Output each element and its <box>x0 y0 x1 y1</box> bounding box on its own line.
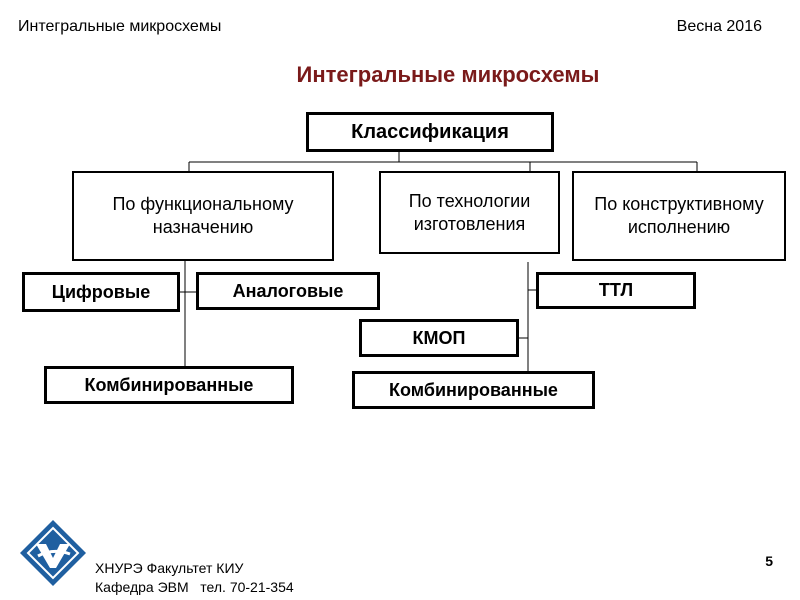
analog-box: Аналоговые <box>196 272 380 310</box>
combined-technology-box: Комбинированные <box>352 371 595 409</box>
header-left-title: Интегральные микросхемы <box>18 18 222 35</box>
header-semester: Весна 2016 <box>676 18 762 35</box>
cmos-box: КМОП <box>359 319 519 357</box>
ttl-box: ТТЛ <box>536 272 696 309</box>
classification-box: Классификация <box>306 112 554 152</box>
footer-department: Кафедра ЭВМ тел. 70-21-354 <box>95 579 294 595</box>
slide-title: Интегральные микросхемы <box>296 62 600 87</box>
footer-university: ХНУРЭ Факультет КИУ <box>95 560 244 576</box>
construction-box: По конструктивному исполнению <box>572 171 786 261</box>
technology-box: По технологии изготовления <box>379 171 560 254</box>
functional-box: По функциональному назначению <box>72 171 334 261</box>
combined-functional-box: Комбинированные <box>44 366 294 404</box>
page-number: 5 <box>765 553 773 569</box>
digital-box: Цифровые <box>22 272 180 312</box>
university-logo-icon <box>20 520 86 586</box>
